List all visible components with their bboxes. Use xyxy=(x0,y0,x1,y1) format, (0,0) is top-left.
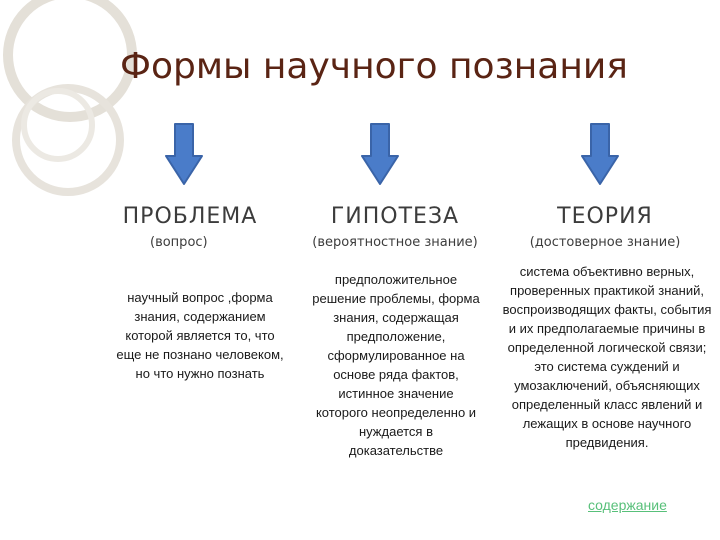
column-header-problem: ПРОБЛЕМА (вопрос) xyxy=(100,204,280,250)
arrow-down-icon xyxy=(361,123,399,185)
arrow-down-icon xyxy=(581,123,619,185)
column-subtitle: (вероятностное знание) xyxy=(312,235,478,250)
hypothesis-description: предположительное решение проблемы, форм… xyxy=(312,272,480,458)
page-title: Формы научного познания xyxy=(120,46,628,87)
column-subtitle: (достоверное знание) xyxy=(529,235,681,250)
theory-description: система объективно верных, проверенных п… xyxy=(502,264,712,450)
column-title: ПРОБЛЕМА xyxy=(122,204,258,229)
column-subtitle: (вопрос) xyxy=(150,235,208,250)
contents-link[interactable]: содержание xyxy=(588,497,667,513)
column-title: ТЕОРИЯ xyxy=(557,204,653,229)
arrow-down-icon xyxy=(165,123,203,185)
column-header-theory: ТЕОРИЯ (достоверное знание) xyxy=(512,204,698,250)
circle-decoration xyxy=(3,0,137,196)
column-header-hypothesis: ГИПОТЕЗА (вероятностное знание) xyxy=(300,204,490,250)
column-title: ГИПОТЕЗА xyxy=(330,204,460,229)
problem-description: научный вопрос ,форма знания, содержание… xyxy=(116,290,284,381)
